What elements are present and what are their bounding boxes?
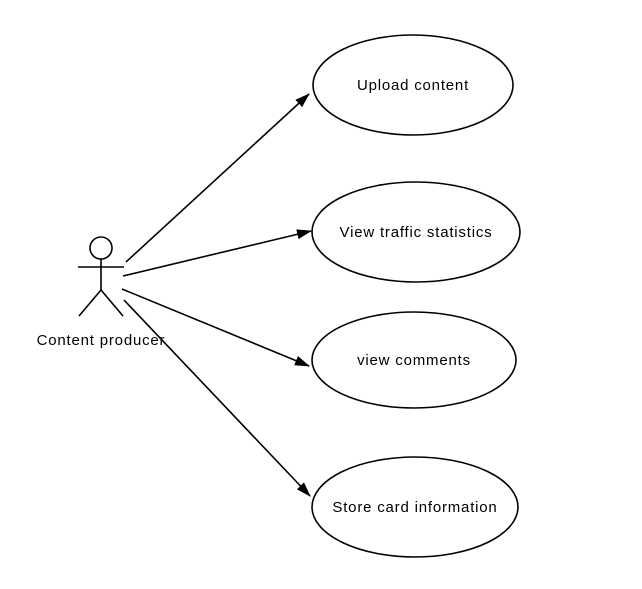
use-case-label-view-comments: view comments xyxy=(357,352,471,369)
use-case-label-store-card-information: Store card information xyxy=(332,499,497,516)
association-arrow-view-traffic-statistics xyxy=(122,229,312,277)
actor-content-producer: Content producer xyxy=(37,236,166,349)
association-arrow-view-comments xyxy=(121,288,310,367)
association-arrows xyxy=(121,93,312,497)
actor-left-leg xyxy=(78,289,102,317)
use-case-ellipse-view-traffic-statistics xyxy=(311,181,521,283)
actor-right-leg xyxy=(100,289,124,317)
actor-label: Content producer xyxy=(37,332,166,349)
association-arrow-store-card-information xyxy=(123,299,311,497)
use-case-ellipse-view-comments xyxy=(311,311,517,409)
use-case-ellipse-upload-content xyxy=(312,34,514,136)
association-arrow-upload-content xyxy=(125,93,310,263)
use-case-label-view-traffic-statistics: View traffic statistics xyxy=(340,224,493,241)
use-case-ellipse-store-card-information xyxy=(311,456,519,558)
actor-head xyxy=(89,236,113,260)
use-case-label-upload-content: Upload content xyxy=(357,77,469,94)
